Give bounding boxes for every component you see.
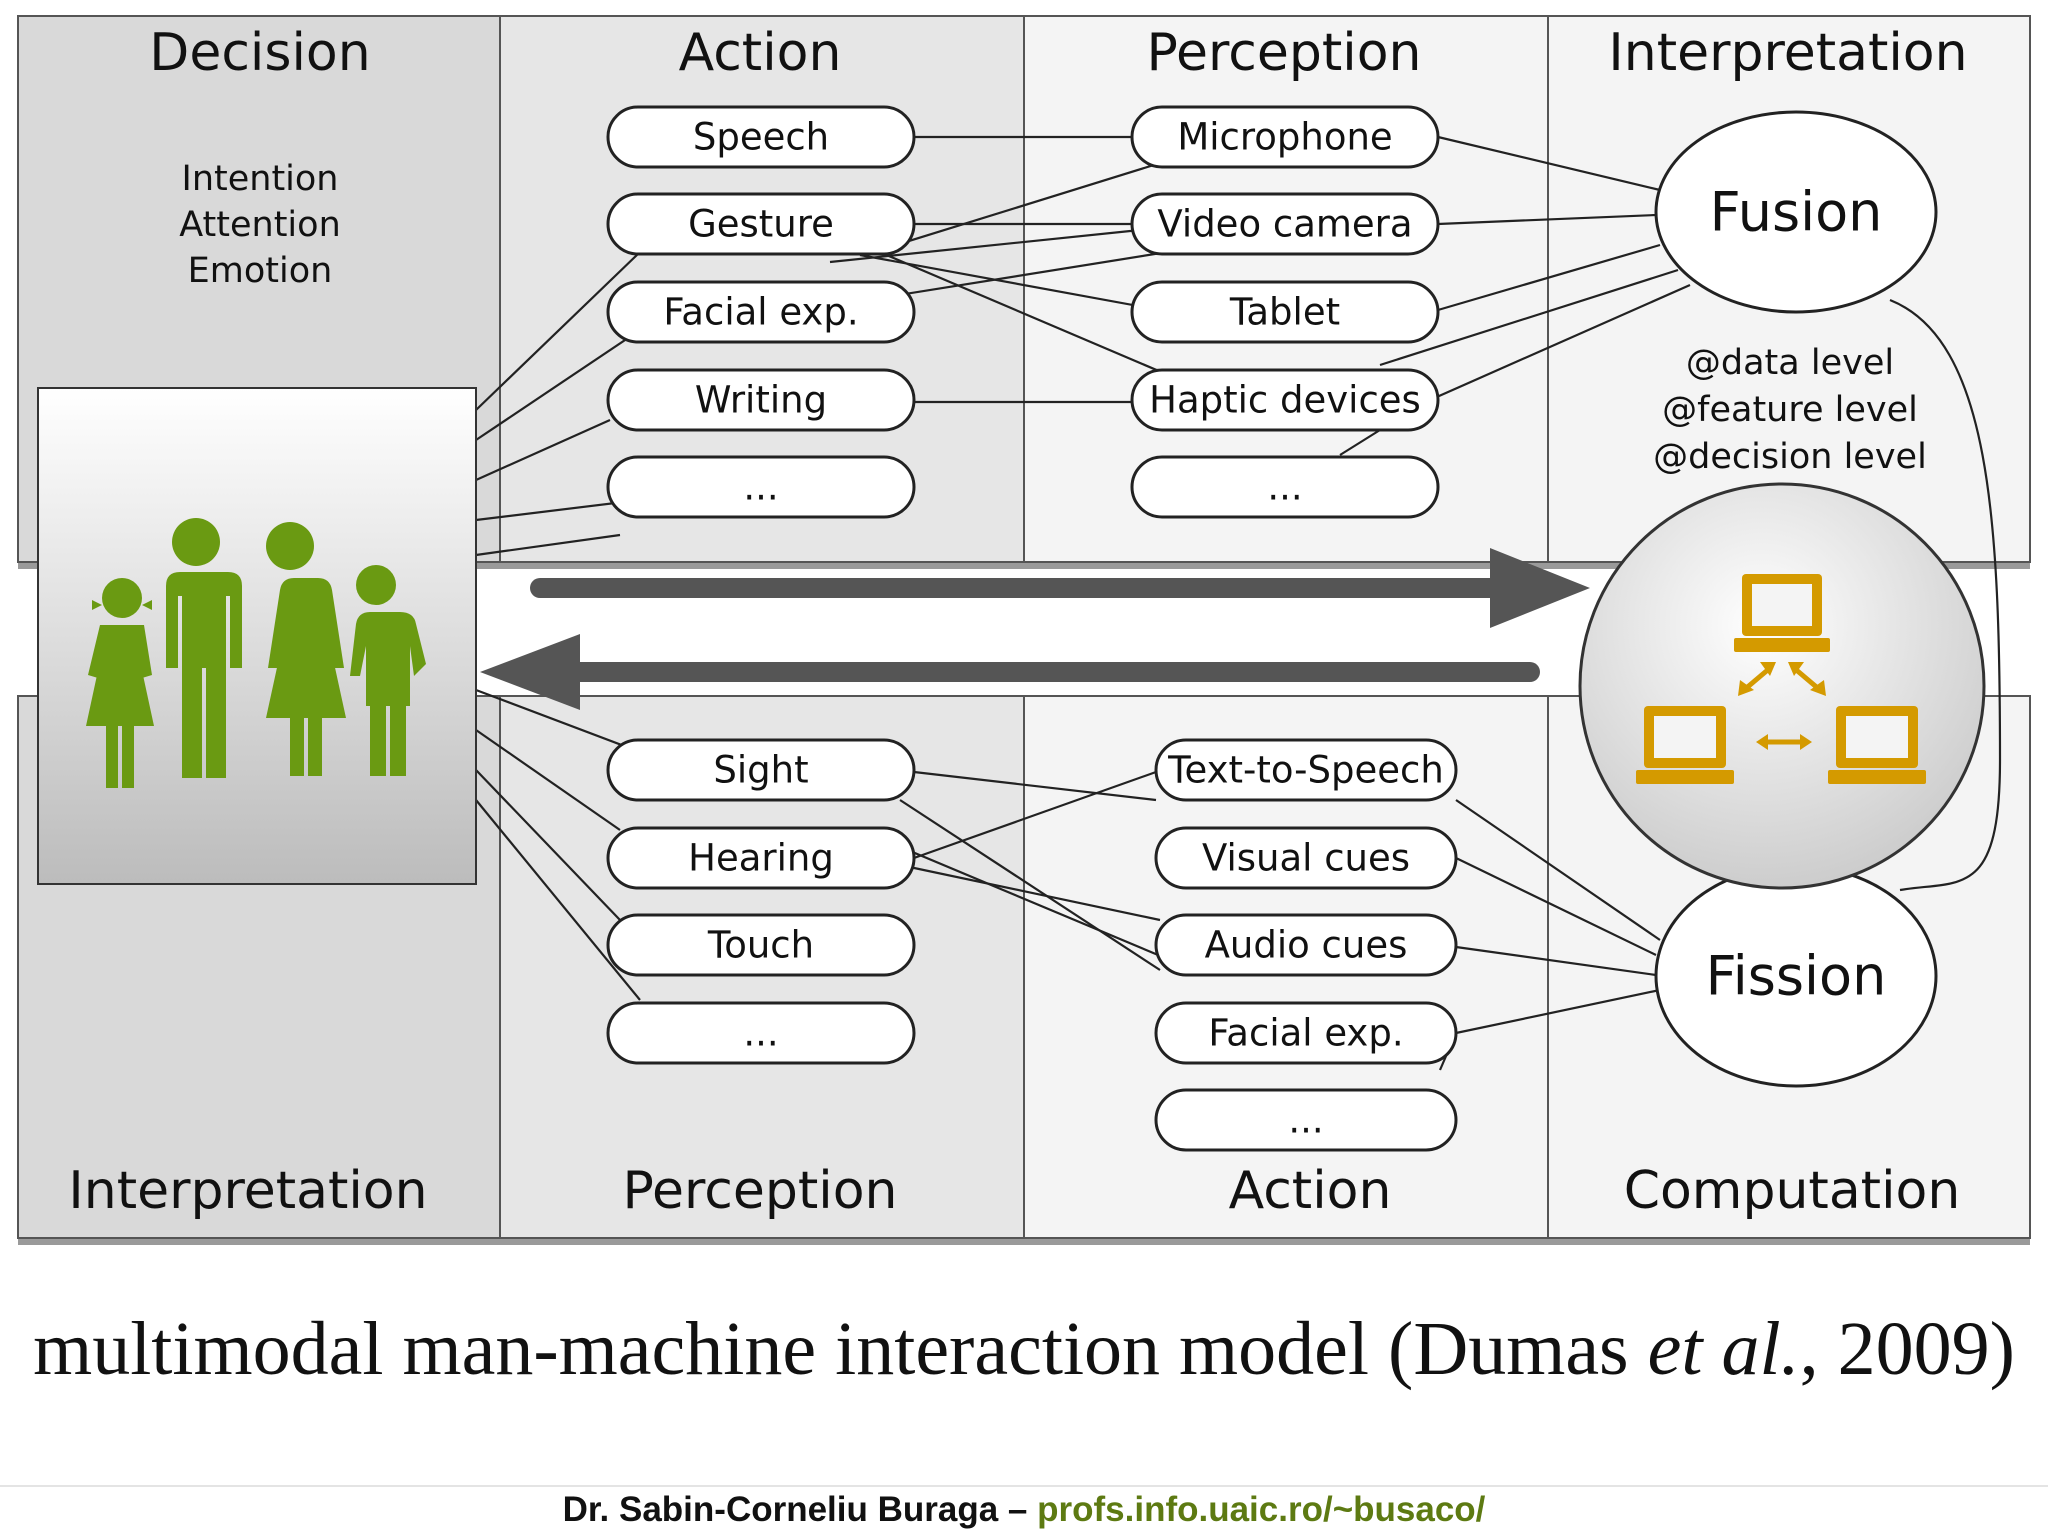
label-video-camera: Video camera bbox=[1157, 203, 1412, 246]
family-icon bbox=[86, 518, 426, 788]
family-panel bbox=[37, 387, 477, 885]
header-decision: Decision bbox=[149, 23, 370, 83]
label-action-bottom-more: ... bbox=[1288, 1099, 1323, 1142]
footer-url-link[interactable]: profs.info.uaic.ro/~busaco/ bbox=[1037, 1490, 1486, 1529]
label-microphone: Microphone bbox=[1177, 116, 1392, 159]
pill-text-to-speech bbox=[1154, 738, 1458, 802]
pill-hearing bbox=[606, 826, 916, 890]
action-bottom-list: Text-to-Speech Visual cues Audio cues Fa… bbox=[1154, 738, 1458, 1152]
label-text-to-speech: Text-to-Speech bbox=[1167, 749, 1444, 792]
pill-video-camera bbox=[1130, 192, 1440, 256]
label-facial-exp-bottom: Facial exp. bbox=[1208, 1012, 1403, 1055]
pill-sight bbox=[606, 738, 916, 802]
header-perception-top: Perception bbox=[1147, 23, 1422, 83]
arrow-to-human bbox=[480, 634, 1540, 710]
header-action-top: Action bbox=[679, 23, 842, 83]
label-facial-exp: Facial exp. bbox=[663, 291, 858, 334]
caption-italic: et al. bbox=[1647, 1307, 1800, 1391]
decision-item-attention: Attention bbox=[179, 205, 341, 245]
pill-haptic-devices bbox=[1130, 368, 1440, 432]
decision-item-intention: Intention bbox=[182, 159, 339, 199]
pill-action-bottom-more bbox=[1154, 1088, 1458, 1152]
fusion-oval bbox=[1654, 110, 1938, 314]
label-gesture: Gesture bbox=[688, 203, 834, 246]
arrow-to-machine bbox=[530, 548, 1590, 628]
figure-caption: multimodal man-machine interaction model… bbox=[0, 1306, 2048, 1393]
pill-action-top-more bbox=[606, 455, 916, 519]
top-connections bbox=[475, 135, 2002, 892]
perception-bottom-list: Sight Hearing Touch ... bbox=[606, 738, 916, 1065]
pill-tablet bbox=[1130, 280, 1440, 344]
header-interpretation-top: Interpretation bbox=[1608, 23, 1967, 83]
pill-facial-exp bbox=[606, 280, 916, 344]
pill-microphone bbox=[1130, 105, 1440, 169]
perception-top-list: Microphone Video camera Tablet Haptic de… bbox=[1130, 105, 1440, 519]
header-computation: Computation bbox=[1624, 1161, 1961, 1221]
fission-label: Fission bbox=[1706, 945, 1887, 1008]
pill-writing bbox=[606, 368, 916, 432]
label-hearing: Hearing bbox=[688, 837, 834, 880]
footer-author: Dr. Sabin-Corneliu Buraga – bbox=[562, 1490, 1038, 1529]
header-perception-bottom: Perception bbox=[623, 1161, 898, 1221]
decision-item-emotion: Emotion bbox=[188, 251, 333, 291]
label-sight: Sight bbox=[713, 749, 808, 792]
pill-perception-bottom-more bbox=[606, 1001, 916, 1065]
label-tablet: Tablet bbox=[1229, 291, 1340, 334]
fusion-label: Fusion bbox=[1710, 181, 1883, 244]
fusion-level-feature: @feature level bbox=[1662, 390, 1918, 430]
pill-visual-cues bbox=[1154, 826, 1458, 890]
pill-touch bbox=[606, 913, 916, 977]
label-audio-cues: Audio cues bbox=[1205, 924, 1408, 967]
pill-speech bbox=[606, 105, 916, 169]
pill-facial-exp-bottom bbox=[1154, 1001, 1458, 1065]
network-panel bbox=[1578, 482, 1986, 890]
label-visual-cues: Visual cues bbox=[1202, 837, 1410, 880]
footer-divider bbox=[0, 1485, 2048, 1487]
pill-audio-cues bbox=[1154, 913, 1458, 977]
label-haptic-devices: Haptic devices bbox=[1149, 379, 1421, 422]
fusion-level-data: @data level bbox=[1686, 343, 1894, 383]
header-interpretation-bottom: Interpretation bbox=[68, 1161, 427, 1221]
action-top-list: Speech Gesture Facial exp. Writing ... bbox=[606, 105, 916, 519]
footer: Dr. Sabin-Corneliu Buraga – profs.info.u… bbox=[0, 1490, 2048, 1530]
label-touch: Touch bbox=[707, 924, 814, 967]
caption-end: , 2009) bbox=[1799, 1307, 2015, 1391]
fusion-level-decision: @decision level bbox=[1653, 437, 1927, 477]
pill-gesture bbox=[606, 192, 916, 256]
label-perception-top-more: ... bbox=[1267, 466, 1302, 509]
label-action-top-more: ... bbox=[743, 466, 778, 509]
computer-network-icon bbox=[1636, 574, 1926, 784]
label-perception-bottom-more: ... bbox=[743, 1012, 778, 1055]
caption-main: multimodal man-machine interaction model… bbox=[33, 1307, 1648, 1391]
pill-perception-top-more bbox=[1130, 455, 1440, 519]
interaction-diagram: Decision Action Perception Interpretatio… bbox=[17, 15, 2031, 1245]
label-writing: Writing bbox=[695, 379, 827, 422]
header-action-bottom: Action bbox=[1229, 1161, 1392, 1221]
label-speech: Speech bbox=[693, 116, 829, 159]
